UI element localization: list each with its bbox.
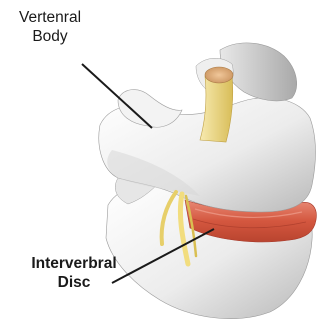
- vertebral-body-label-line2: Body: [6, 27, 94, 46]
- vertebral-body-label: Vertenral Body: [6, 8, 94, 47]
- intervertebral-disc-label-line2: Disc: [4, 273, 144, 292]
- spinal-cord: [200, 67, 233, 142]
- intervertebral-disc-label: Interverbral Disc: [4, 254, 144, 293]
- vertebral-body-label-line1: Vertenral: [6, 8, 94, 27]
- intervertebral-disc-label-line1: Interverbral: [4, 254, 144, 273]
